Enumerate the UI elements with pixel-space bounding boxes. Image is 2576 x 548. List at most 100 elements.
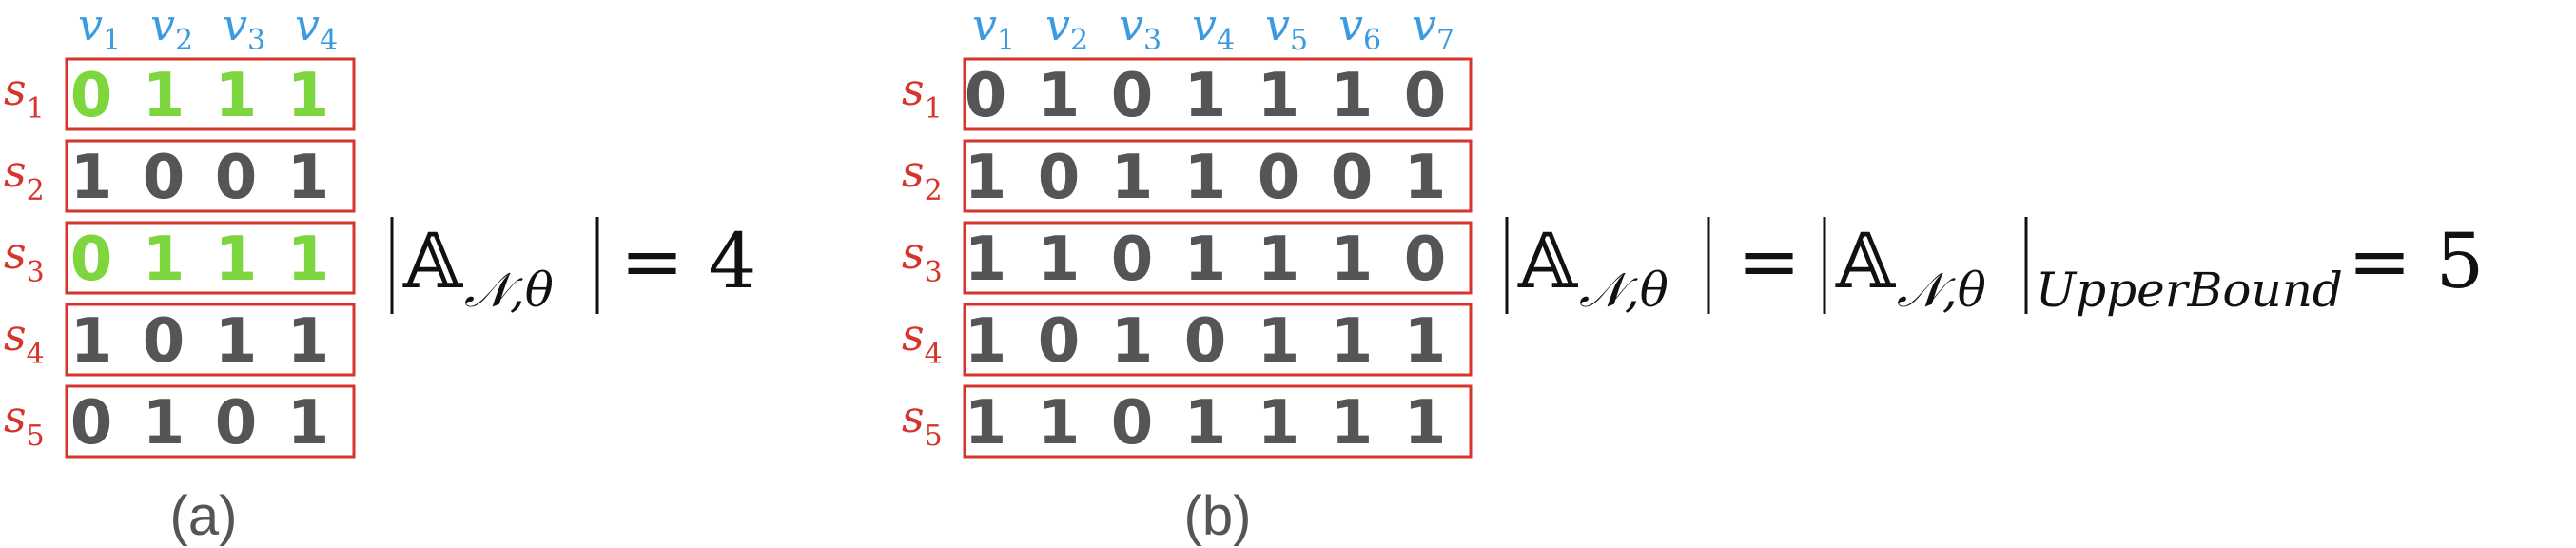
bit-cell: 1 (965, 306, 1007, 377)
vertex-label: v4 (295, 0, 338, 57)
bit-cell: 0 (1331, 143, 1374, 213)
bit-cell: 1 (1111, 143, 1154, 213)
set-label-base: s (902, 146, 925, 197)
bit-cell: 1 (1258, 388, 1300, 459)
bit-cell: 1 (143, 61, 185, 131)
bit-cell: 0 (1111, 388, 1154, 459)
bit-cell: 0 (143, 143, 185, 213)
equation-b-symbol: 𝔸 (1517, 217, 1578, 305)
bit-cell: 0 (143, 306, 185, 377)
set-label: s4 (902, 309, 943, 371)
vertex-label-base: v (223, 0, 247, 50)
vertex-label: v3 (223, 0, 265, 57)
row-box (65, 303, 356, 377)
vertex-label-sub: 4 (320, 24, 338, 57)
set-label: s3 (902, 227, 943, 289)
panel-caption: (b) (1184, 485, 1252, 547)
row-box (65, 221, 356, 295)
bit-cell: 0 (70, 225, 113, 295)
equation-b-middle: = (1737, 217, 1801, 305)
set-label-sub: 1 (27, 92, 45, 126)
set-label: s5 (4, 391, 45, 453)
vertex-label: v7 (1412, 0, 1454, 57)
bit-cell: 1 (965, 143, 1007, 213)
bit-cell: 1 (70, 143, 113, 213)
vertex-label-base: v (1338, 0, 1363, 50)
vertex-label-sub: 7 (1436, 24, 1454, 57)
vertex-label: v1 (972, 0, 1015, 57)
equation-b-subscript-2: 𝒩,θ (1897, 263, 1986, 318)
bit-cell: 0 (1111, 225, 1154, 295)
row-box (963, 384, 1473, 459)
bit-cell: 1 (1331, 61, 1374, 131)
bit-cell: 1 (287, 306, 330, 377)
vertex-label-base: v (1412, 0, 1436, 50)
vertex-label-base: v (1045, 0, 1070, 50)
set-label-sub: 4 (925, 338, 943, 371)
bit-cell: 0 (70, 61, 113, 131)
vertex-label-sub: 4 (1217, 24, 1235, 57)
bit-cell: 0 (965, 61, 1007, 131)
bit-cell: 1 (287, 225, 330, 295)
bit-cell: 1 (215, 306, 258, 377)
set-label: s1 (902, 64, 943, 126)
vertex-label-base: v (150, 0, 175, 50)
set-label: s5 (902, 391, 943, 453)
bit-cell: 1 (70, 306, 113, 377)
vertex-label-base: v (295, 0, 320, 50)
bit-cell: 0 (1404, 61, 1447, 131)
set-label: s4 (4, 309, 45, 371)
bit-cell: 1 (1258, 306, 1300, 377)
set-label-base: s (902, 227, 925, 279)
bit-cell: 0 (1038, 306, 1081, 377)
bit-cell: 0 (1184, 306, 1227, 377)
set-label-sub: 1 (925, 92, 943, 126)
row-box (65, 384, 356, 459)
bit-cell: 0 (1404, 225, 1447, 295)
vertex-label-sub: 3 (1143, 24, 1161, 57)
vertex-label-sub: 6 (1363, 24, 1381, 57)
set-label: s2 (902, 146, 943, 207)
panel-caption: (a) (170, 485, 238, 547)
set-label-sub: 5 (27, 420, 45, 453)
set-label-sub: 5 (925, 420, 943, 453)
equation-a-rhs: = 4 (620, 217, 756, 305)
bit-cell: 1 (287, 143, 330, 213)
vertex-label: v2 (150, 0, 193, 57)
vertex-label-sub: 1 (103, 24, 121, 57)
set-label-base: s (4, 309, 27, 361)
bit-cell: 1 (1038, 225, 1081, 295)
bit-cell: 1 (1258, 225, 1300, 295)
vertex-label-base: v (1119, 0, 1143, 50)
equation-b-symbol-2: 𝔸 (1835, 217, 1896, 305)
set-label-base: s (902, 64, 925, 115)
equation-b-rhs: = 5 (2348, 217, 2484, 305)
bit-cell: 1 (143, 388, 185, 459)
bit-cell: 1 (287, 61, 330, 131)
bit-cell: 1 (1331, 306, 1374, 377)
equation-a: 𝔸 𝒩,θ = 4 (390, 217, 756, 318)
bit-cell: 1 (1038, 388, 1081, 459)
row-box (963, 221, 1473, 295)
set-label-sub: 2 (925, 174, 943, 207)
vertex-label: v4 (1192, 0, 1235, 57)
equation-a-symbol: 𝔸 (402, 217, 463, 305)
bit-cell: 1 (1038, 61, 1081, 131)
bit-cell: 1 (215, 61, 258, 131)
row-box (65, 139, 356, 213)
set-label-sub: 2 (27, 174, 45, 207)
bit-cell: 1 (1404, 306, 1447, 377)
vertex-label-sub: 1 (997, 24, 1015, 57)
bit-cell: 1 (1331, 225, 1374, 295)
vertex-label-base: v (1265, 0, 1290, 50)
row-box (963, 139, 1473, 213)
bit-cell: 1 (1404, 143, 1447, 213)
